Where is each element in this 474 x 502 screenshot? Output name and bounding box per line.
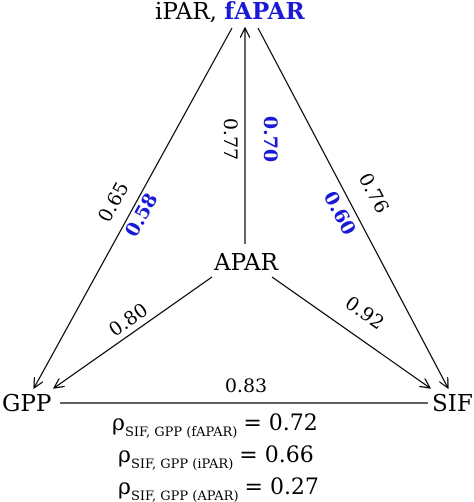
edge-label-gpp-sif: 0.83 — [225, 375, 267, 397]
node-sif-label: SIF — [432, 391, 473, 417]
correlation-3: ρSIF, GPP (APAR) = 0.27 — [118, 475, 319, 502]
correlation-1-symbol: ρ — [112, 411, 125, 436]
node-apar-label: APAR — [213, 250, 279, 276]
edge-apar-to-gpp — [54, 276, 213, 388]
correlation-1-text: ρSIF, GPP (fAPAR) = 0.72 — [112, 411, 318, 440]
edge-ipar-to-gpp — [34, 27, 233, 388]
correlation-1: ρSIF, GPP (fAPAR) = 0.72 — [112, 411, 318, 440]
node-fapar-label: fAPAR — [224, 0, 305, 25]
edge-label-apar-gpp: 0.80 — [105, 299, 152, 341]
edge-label-apar-fapar: 0.70 — [259, 116, 281, 162]
edge-label-ipar-sif: 0.76 — [354, 169, 393, 217]
correlation-2-subscript: SIF, GPP (iPAR) — [131, 457, 233, 472]
edge-label-apar-ipar: 0.77 — [219, 118, 241, 160]
edge-apar-to-sif — [271, 276, 430, 388]
node-gpp-label: GPP — [2, 391, 51, 417]
edge-label-apar-sif: 0.92 — [341, 292, 388, 334]
correlation-3-symbol: ρ — [118, 475, 131, 500]
correlation-2-symbol: ρ — [118, 443, 131, 468]
correlation-2-value: = 0.66 — [239, 443, 313, 468]
edge-ipar-to-sif — [257, 27, 448, 388]
correlation-2-text: ρSIF, GPP (iPAR) = 0.66 — [118, 443, 314, 472]
node-ipar-label: iPAR, — [155, 0, 217, 25]
edge-label-fapar-sif: 0.60 — [319, 188, 360, 239]
correlation-1-value: = 0.72 — [243, 411, 317, 436]
node-top: iPAR, fAPAR — [155, 0, 305, 25]
correlation-3-text: ρSIF, GPP (APAR) = 0.27 — [118, 475, 319, 502]
correlation-3-subscript: SIF, GPP (APAR) — [131, 489, 239, 502]
correlation-3-value: = 0.27 — [245, 475, 319, 500]
correlation-1-subscript: SIF, GPP (fAPAR) — [125, 425, 237, 440]
correlation-2: ρSIF, GPP (iPAR) = 0.66 — [118, 443, 314, 472]
